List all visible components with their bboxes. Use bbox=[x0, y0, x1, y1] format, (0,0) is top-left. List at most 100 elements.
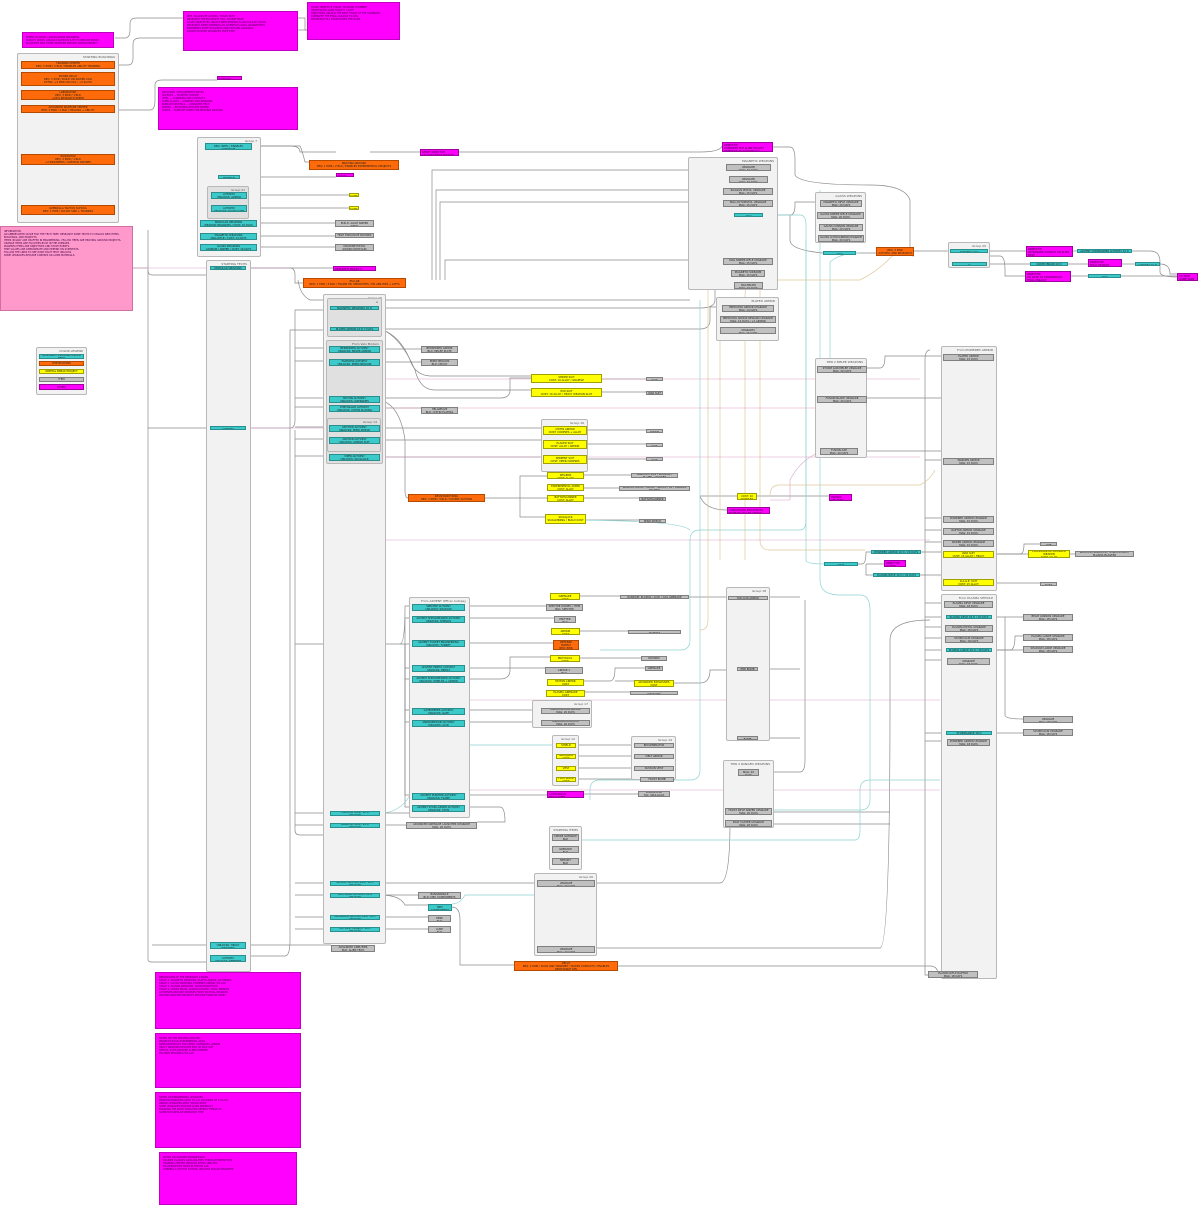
node-ct1[interactable]: ELERIUM 10 D / 20 DAYS bbox=[824, 562, 858, 566]
node-x1[interactable]: BLAST AMP bbox=[1040, 542, 1057, 546]
node-pa3[interactable]: WARDEN PREDATOR (REAPER UPGRADE) MAG: 15… bbox=[720, 327, 776, 334]
node-tm1[interactable]: STORM GUN MELEE UPGRADE MAG: 20 DAYS bbox=[817, 366, 867, 373]
node-pw6[interactable]: WAR SUIT COST: 15 ALLOY / HEAVY bbox=[943, 551, 994, 558]
node-n3[interactable]: LABORATORY REQ: 3 PWR / 1 BLD +20% RESEA… bbox=[21, 90, 115, 100]
node-m8[interactable]: MAGNETIC MULTIPLIER MAG: 15 DAYS bbox=[734, 282, 763, 289]
node-pl3[interactable]: PLASMA PISTOL UPGRADE MAG: 18 DAYS bbox=[945, 625, 993, 632]
node-lg3[interactable]: ULTRASONIC LURE BLD bbox=[428, 926, 451, 933]
node-o2[interactable]: DOOM PROGRESS +1 bbox=[336, 173, 354, 177]
node-t23[interactable]: ALIEN ENCRYPTION 10 D bbox=[952, 262, 987, 266]
node-om1[interactable]: ALIEN STASIS ENCOUNTER TRIGGERS: HOLOGRA… bbox=[547, 791, 584, 798]
node-n1[interactable]: TRAINING CENTER REQ: 1 PWR / 1 BLD / ENA… bbox=[21, 61, 115, 69]
node-g17b[interactable]: ANDROMEDON ACID MAG: 20 DAYS bbox=[541, 720, 590, 726]
node-a7[interactable]: ANDROMEDON AUTOPSY UNLOCKS: ACID bbox=[412, 720, 465, 727]
node-a4[interactable]: ADVENT PRIEST AUTOPSY UNLOCKS: PRIEST bbox=[412, 665, 465, 672]
node-t14[interactable]: BERSERKER AUTOPSY UNLOCKS: MELEE ARMOR bbox=[329, 346, 380, 353]
node-t19[interactable]: ARCHON AUTOPSY UNLOCKS: ARMOR SUIT bbox=[329, 437, 380, 444]
node-g18c[interactable]: SMOKE BOMB bbox=[737, 736, 758, 740]
node-ai4[interactable]: RANDOM ARMOR: STASIS VEST / HAZMAT bbox=[628, 630, 681, 634]
node-t18[interactable]: SECTOID AUTOPSY UNLOCKS: MIND SHIELD bbox=[329, 425, 380, 432]
node-a1[interactable]: SPECTRE AUTOPSY UNLOCKS: SHADOW bbox=[412, 604, 465, 611]
node-g4[interactable]: GAUSS AUTOCANNON UPGRADE MAG: 20 DAYS bbox=[818, 235, 864, 242]
node-ay3[interactable]: BLUESCREEN PROTOCOL COST bbox=[550, 655, 580, 662]
node-t13[interactable]: PLATED ARMOR 10 D 7 DAYS bbox=[330, 327, 379, 331]
node-ct3[interactable]: OBJECTIVE POWER ARMOR bbox=[884, 560, 906, 567]
node-tm3[interactable]: FUSION AXE MAG: 20 DAYS bbox=[820, 448, 858, 455]
node-p2[interactable]: MK SUITS bbox=[349, 206, 359, 210]
node-y6[interactable]: EXPERIMENTAL HEAVY WEAPON COST: ALLOY bbox=[547, 472, 584, 479]
node-t2[interactable]: ALIEN BIOTECH bbox=[218, 175, 240, 179]
node-pw4[interactable]: RAPTOR ARMOR UPGRADE MAG: 15 DAYS bbox=[943, 528, 994, 535]
node-pl7[interactable]: STORMLANCE 18 D bbox=[946, 731, 992, 735]
node-g19d[interactable]: FROST BOMB bbox=[640, 777, 674, 782]
node-pl1[interactable]: PLASMA RIFLE UPGRADE MAG: 18 DAYS bbox=[944, 601, 993, 608]
node-y2[interactable]: EXO SUIT COST: 10 ALLOY / HEAVY WEAPON S… bbox=[531, 388, 602, 397]
node-o4[interactable]: STORY OBJECTIVE UNLOCKS NEXT MISSION bbox=[420, 149, 459, 156]
node-tr1[interactable]: STORM GUN MAG: 20 DAYS bbox=[738, 769, 759, 776]
node-ay2[interactable]: EXPERIMENTAL ARMOR COST bbox=[551, 628, 580, 635]
node-i10[interactable]: RAGE SUIT bbox=[646, 443, 663, 447]
node-lc5[interactable]: VIPER AUTOPSY 10 D UNLOCKS bbox=[330, 811, 380, 816]
node-n6[interactable]: GUERRILLA TACTICS SCHOOL REQ: 1 PWR / SQ… bbox=[21, 205, 115, 215]
node-b1[interactable]: PROVING GROUND REQ: 1 PWR / 2 BLD / ENAB… bbox=[309, 160, 399, 170]
node-m6[interactable]: MAG SNIPER RIFLE UPGRADE MAG: 15 DAYS bbox=[723, 258, 773, 265]
node-y1[interactable]: SPIDER SUIT COST: 10 ALLOY / GRAPPLE bbox=[531, 374, 602, 383]
node-ay4[interactable]: MUTON ARMOR COST bbox=[547, 679, 584, 686]
node-lg4[interactable]: ADVANCED AMPLIFIER BLD: ALIEN TECH bbox=[331, 945, 375, 952]
node-o3[interactable]: RESEARCH PROJECT / FACILITY LEAD bbox=[333, 266, 376, 271]
node-i8[interactable]: WAR SUIT bbox=[646, 391, 663, 395]
node-o11[interactable]: VICTORY GAME WON bbox=[1177, 273, 1198, 281]
node-px5[interactable]: STORM GUN UPGRADE MAG: 18 DAYS bbox=[1023, 729, 1073, 736]
node-i6[interactable]: HELLWEAVE BLD: CHITIN PLATING bbox=[421, 407, 458, 414]
node-n2[interactable]: POWER RELAY REQ: 1 PWR / BUILD ON POWER … bbox=[21, 72, 115, 86]
node-g18b[interactable]: EMP BOMB bbox=[737, 667, 758, 671]
node-t21[interactable]: TITAN BODY ARMOR 10 D bbox=[823, 251, 856, 255]
node-bo1[interactable]: RELAY REQ: 2 PWR / SCAN AND TRANSMIT / M… bbox=[514, 961, 618, 971]
node-i5[interactable]: MIMIC BEACON BLD: DECOY bbox=[421, 359, 458, 366]
node-g2[interactable]: GAUSS SNIPER RIFLE UPGRADE MAG: 20 DAYS bbox=[817, 212, 864, 219]
node-tr2[interactable]: FROST RIFLE SNIPER UPGRADE MAG: 20 DAYS bbox=[725, 808, 772, 815]
node-i1[interactable]: GREMLIN MK2 DRONE BUILD: AGILE SNIPER RI… bbox=[335, 220, 374, 227]
node-g1[interactable]: MAGNETIC RIFLE UPGRADE MAG: 20 DAYS bbox=[820, 200, 862, 207]
node-y10[interactable]: PSI AMP COST: 10 ELERIUM bbox=[737, 493, 757, 500]
node-ct4[interactable]: PLASMA RIFLE 10 D / 20 DAYS bbox=[873, 573, 920, 577]
node-g12b[interactable]: SKULLJACK COST bbox=[556, 754, 576, 759]
node-pw7[interactable]: R.A.G.E. SUIT COST: 15 ALLOY bbox=[943, 579, 994, 586]
node-m1[interactable]: MAGNETIC RIFLE (GUN UPGRADE) MAG: 15 DAY… bbox=[726, 164, 771, 171]
node-t17[interactable]: CHRYSSALID AUTOPSY UNLOCKS: CHITIN PLATI… bbox=[329, 405, 380, 412]
node-i2[interactable]: HIGH EXPLOSIVE ROUNDS bbox=[335, 233, 374, 238]
node-i12[interactable]: RANDOM HEAVY WEAPON / FLAME + ROCKET bbox=[631, 473, 678, 478]
node-ai6[interactable]: EMP GRENADE BLD bbox=[645, 666, 663, 671]
node-i14[interactable]: BATTLESCANNER bbox=[639, 497, 666, 501]
node-pw2[interactable]: WARDEN ARMOR MAG: 15 DAYS bbox=[943, 458, 994, 465]
node-lc1[interactable]: ADVENT MEC AUTOPSY 10 D UNLOCKS bbox=[330, 881, 380, 886]
node-m4[interactable]: MAG AUTOPISTOL UPGRADE MAG: 15 DAYS bbox=[723, 200, 773, 207]
node-t11[interactable]: ADVENT TURRET AUTOPSY UNLOCKS: DEFENSE bbox=[210, 955, 246, 962]
node-m5[interactable]: GAUSS WEAPONS 10 D bbox=[734, 213, 763, 217]
node-n5[interactable]: WORKSHOP REQ: 3 PWR / 1 BLD +2 ENGINEERS… bbox=[21, 154, 115, 165]
node-ct2[interactable]: POWERED ARMOR 10 D / 20 DAYS bbox=[871, 550, 921, 554]
node-ad1[interactable]: ADVANCED GRENADE LAUNCHER UPGRADE MAG: 2… bbox=[406, 822, 477, 829]
node-t10[interactable]: ADVENT MEC AUTOPSY UNLOCKS: HEAVY WEAPON… bbox=[210, 942, 246, 949]
node-o6[interactable]: PSIONIC ABILITIES bbox=[829, 494, 852, 501]
node-o7[interactable]: ALIEN RULER ENCOUNTER ENABLES: RULER ARM… bbox=[727, 507, 770, 514]
node-o9[interactable]: OBJECTIVE FINAL MISSION bbox=[1088, 259, 1122, 267]
node-o10[interactable]: OBJECTIVE PSI GATE TO STRONGHOLD FINAL A… bbox=[1025, 271, 1071, 282]
node-lc3[interactable]: ADVANCED MEC AUTOPSY 10 D UNLOCKS bbox=[330, 915, 380, 920]
node-ai8[interactable]: PLASMA GRENADE (SQUAD UPGRADE) bbox=[630, 691, 678, 695]
node-y5[interactable]: SERPENT SUIT COST: VIPER CORPSES bbox=[543, 455, 587, 464]
node-t6[interactable]: MAGNETIC WEAPONS MAG RIFLE / COST: 14 DA… bbox=[200, 233, 257, 240]
node-t3[interactable]: ADVENT TROOPER AUTOPSY UNLOCKS: ARMOR UP… bbox=[211, 192, 247, 199]
node-x3[interactable]: BLASTER LAUNCHER / SHREDSTORM / PLASMA B… bbox=[1075, 551, 1134, 557]
node-ai2[interactable]: SHIELD EMITTER BLD bbox=[554, 616, 576, 623]
node-lg2[interactable]: PROXIMITY MINE BLD bbox=[428, 915, 451, 922]
node-y7[interactable]: EXPERIMENTAL AMMO COST: ALLOY bbox=[547, 484, 584, 491]
node-si3[interactable]: MEDIKIT BLD bbox=[552, 858, 579, 865]
node-ab1[interactable]: DEFENSE MATRIX REQ: PWR bbox=[553, 640, 579, 650]
node-g19a[interactable]: BIOGENERATOR bbox=[634, 743, 674, 748]
node-gb2[interactable]: ELERIUM PISTOL (SIM) STANDARD UPGRADE MA… bbox=[537, 946, 595, 953]
node-a5[interactable]: ADVENT SHIELDBEARER AUTOPSY UNLOCKS: SHI… bbox=[412, 676, 465, 683]
node-o1[interactable]: SHADOW CHAMBER bbox=[217, 76, 242, 80]
node-pl2[interactable]: PLASMA RIFLE 18 D / 18 DAYS bbox=[946, 615, 992, 619]
node-p1[interactable]: AC SUITS bbox=[349, 193, 359, 197]
